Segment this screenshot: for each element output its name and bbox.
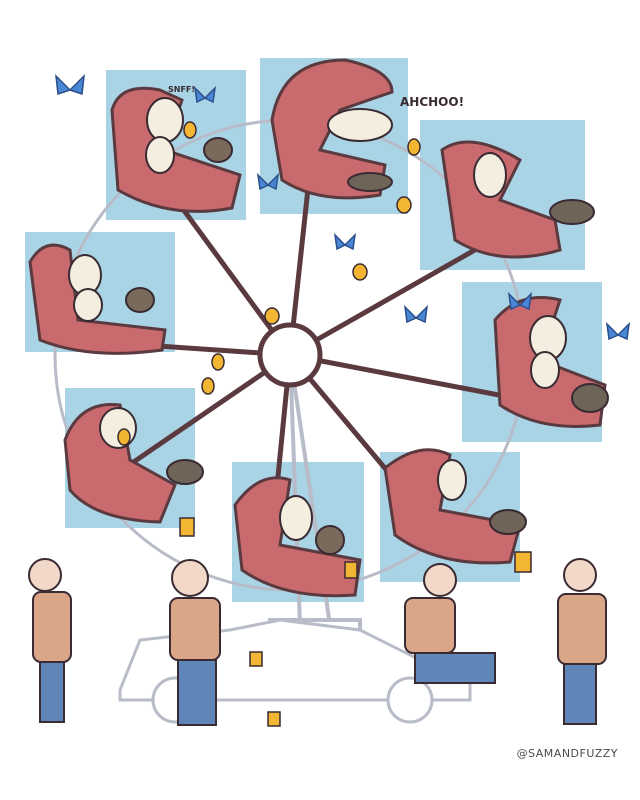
dog-icon bbox=[315, 525, 345, 555]
gondola-icon bbox=[233, 476, 362, 598]
token-icon bbox=[201, 377, 215, 395]
person-splashed bbox=[169, 559, 221, 726]
gondola-icon bbox=[270, 58, 394, 200]
dog-icon bbox=[571, 383, 609, 413]
gondola-icon bbox=[28, 243, 167, 355]
gondola-icon bbox=[440, 140, 562, 259]
dog-icon bbox=[68, 254, 103, 322]
person-running bbox=[404, 563, 496, 684]
sniff-sfx: SNFF! bbox=[168, 85, 195, 94]
tokens bbox=[117, 121, 421, 446]
dog-icon bbox=[473, 152, 507, 198]
dog-icon bbox=[549, 199, 595, 225]
drink-cups bbox=[179, 517, 532, 727]
dog-icon bbox=[347, 172, 393, 192]
butterfly-icon bbox=[507, 291, 533, 311]
butterfly-icon bbox=[333, 232, 357, 251]
wheel-hub bbox=[257, 322, 323, 388]
dog-icon bbox=[489, 509, 527, 535]
token-icon bbox=[264, 307, 280, 325]
butterfly-icon bbox=[403, 304, 429, 324]
person-dripping bbox=[28, 558, 72, 723]
butterfly-icon bbox=[55, 73, 85, 96]
gondola-icon bbox=[383, 448, 522, 565]
token-icon bbox=[352, 263, 368, 281]
dog-icon bbox=[145, 97, 184, 174]
butterfly-icon bbox=[605, 321, 631, 341]
dog-icon bbox=[166, 459, 204, 485]
dog-icon bbox=[529, 315, 567, 389]
gondola-icon bbox=[110, 86, 242, 213]
token-icon bbox=[211, 353, 225, 371]
token-icon bbox=[396, 196, 412, 214]
dogs bbox=[68, 97, 609, 555]
gondola-icon bbox=[63, 402, 177, 524]
people bbox=[28, 558, 607, 726]
dog-icon bbox=[203, 137, 233, 163]
dog-icon bbox=[327, 108, 393, 142]
token-icon bbox=[183, 121, 197, 139]
butterfly-icon bbox=[256, 172, 280, 191]
person-surprised bbox=[557, 558, 607, 725]
token-icon bbox=[407, 138, 421, 156]
token-icon bbox=[117, 428, 131, 446]
dog-icon bbox=[279, 495, 313, 541]
artist-credit: @SAMANDFUZZY bbox=[516, 747, 618, 760]
dog-icon bbox=[125, 287, 155, 313]
butterflies bbox=[55, 73, 631, 341]
dog-icon bbox=[99, 407, 137, 449]
butterfly-icon bbox=[193, 85, 217, 104]
sneeze-sfx: AHCHOO! bbox=[400, 95, 464, 109]
dog-icon bbox=[437, 459, 467, 501]
